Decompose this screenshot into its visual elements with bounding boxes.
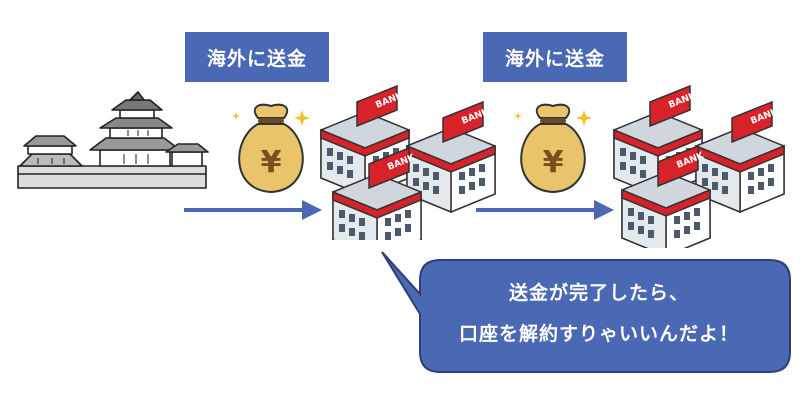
callout-text: 送金が完了したら、 口座を解約すりゃいいんだよ！: [415, 262, 783, 362]
sparkle-icon: [576, 110, 592, 126]
castle-icon: [17, 91, 209, 189]
send-abroad-label-2: 海外に送金: [483, 32, 627, 82]
callout-line-2: 口座を解約すりゃいいんだよ！: [458, 323, 739, 345]
send-abroad-label-1: 海外に送金: [185, 32, 329, 82]
yen-symbol: ¥: [543, 145, 564, 180]
money-bag-icon: ¥: [514, 103, 592, 194]
speech-bubble: [381, 251, 791, 373]
yen-symbol: ¥: [261, 145, 282, 180]
arrow-right-icon: [184, 200, 322, 220]
sparkle-icon: [294, 110, 310, 126]
bank-buildings-group: BANK BANK BANK: [613, 85, 785, 248]
callout-line-1: 送金が完了したら、: [508, 282, 689, 304]
bank-buildings-group: BANK BANK BANK: [320, 85, 496, 240]
money-bag-icon: ¥: [232, 103, 310, 194]
arrow-right-icon: [476, 200, 614, 220]
